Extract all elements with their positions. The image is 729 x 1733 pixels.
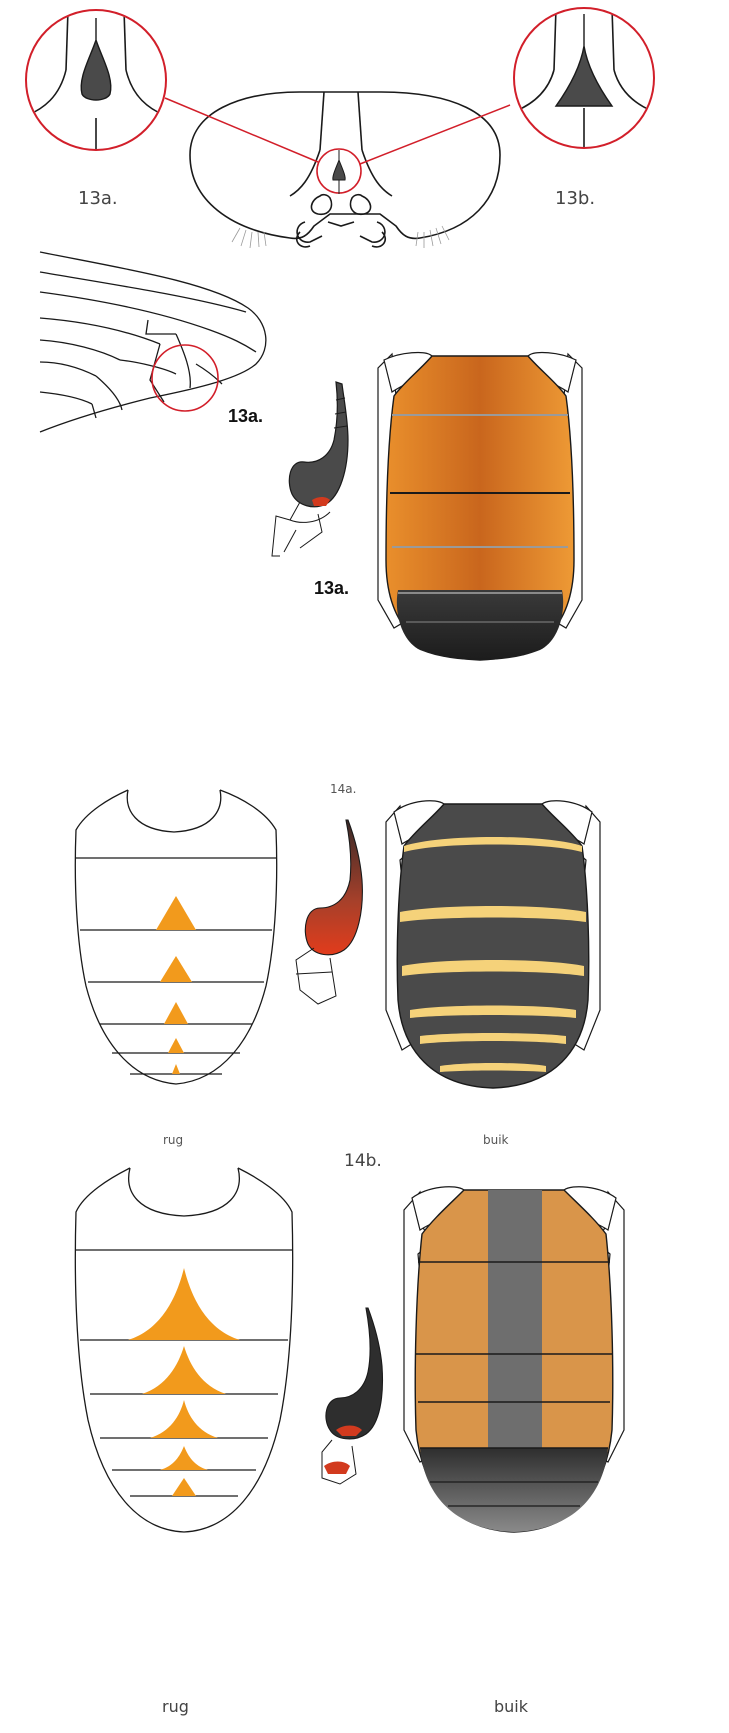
zoom-circle-13a (18, 10, 174, 155)
head-front-view (190, 92, 500, 247)
abdomen-14b-ventral (404, 1187, 624, 1532)
label-13b-head: 13b. (555, 188, 595, 209)
label-13a-wing: 13a. (228, 406, 263, 427)
abdomen-14a-ventral (386, 801, 600, 1088)
abdomen-13a (378, 353, 582, 660)
label-13a-leg: 13a. (314, 578, 349, 599)
label-14a-buik: buik (483, 1133, 509, 1147)
head-hairs (232, 226, 449, 248)
label-14a-rug: rug (163, 1133, 183, 1147)
label-14b: 14b. (344, 1151, 382, 1171)
leg-14b (322, 1308, 382, 1484)
label-14b-buik: buik (494, 1697, 528, 1716)
connector-line-13b (360, 105, 510, 164)
label-13a-head: 13a. (78, 188, 118, 209)
label-14b-rug: rug (162, 1697, 189, 1716)
dorsal-triangles-14a (156, 896, 196, 1074)
zoom-circle-13b (508, 8, 660, 152)
dorsal-triangles-14b (128, 1268, 240, 1496)
wing-13a (40, 252, 266, 432)
leg-13a (272, 382, 348, 556)
leg-14a (296, 820, 362, 1004)
connector-line-13a (165, 98, 318, 162)
frontal-triangle-small (333, 150, 345, 180)
label-14a: 14a. (330, 782, 356, 796)
